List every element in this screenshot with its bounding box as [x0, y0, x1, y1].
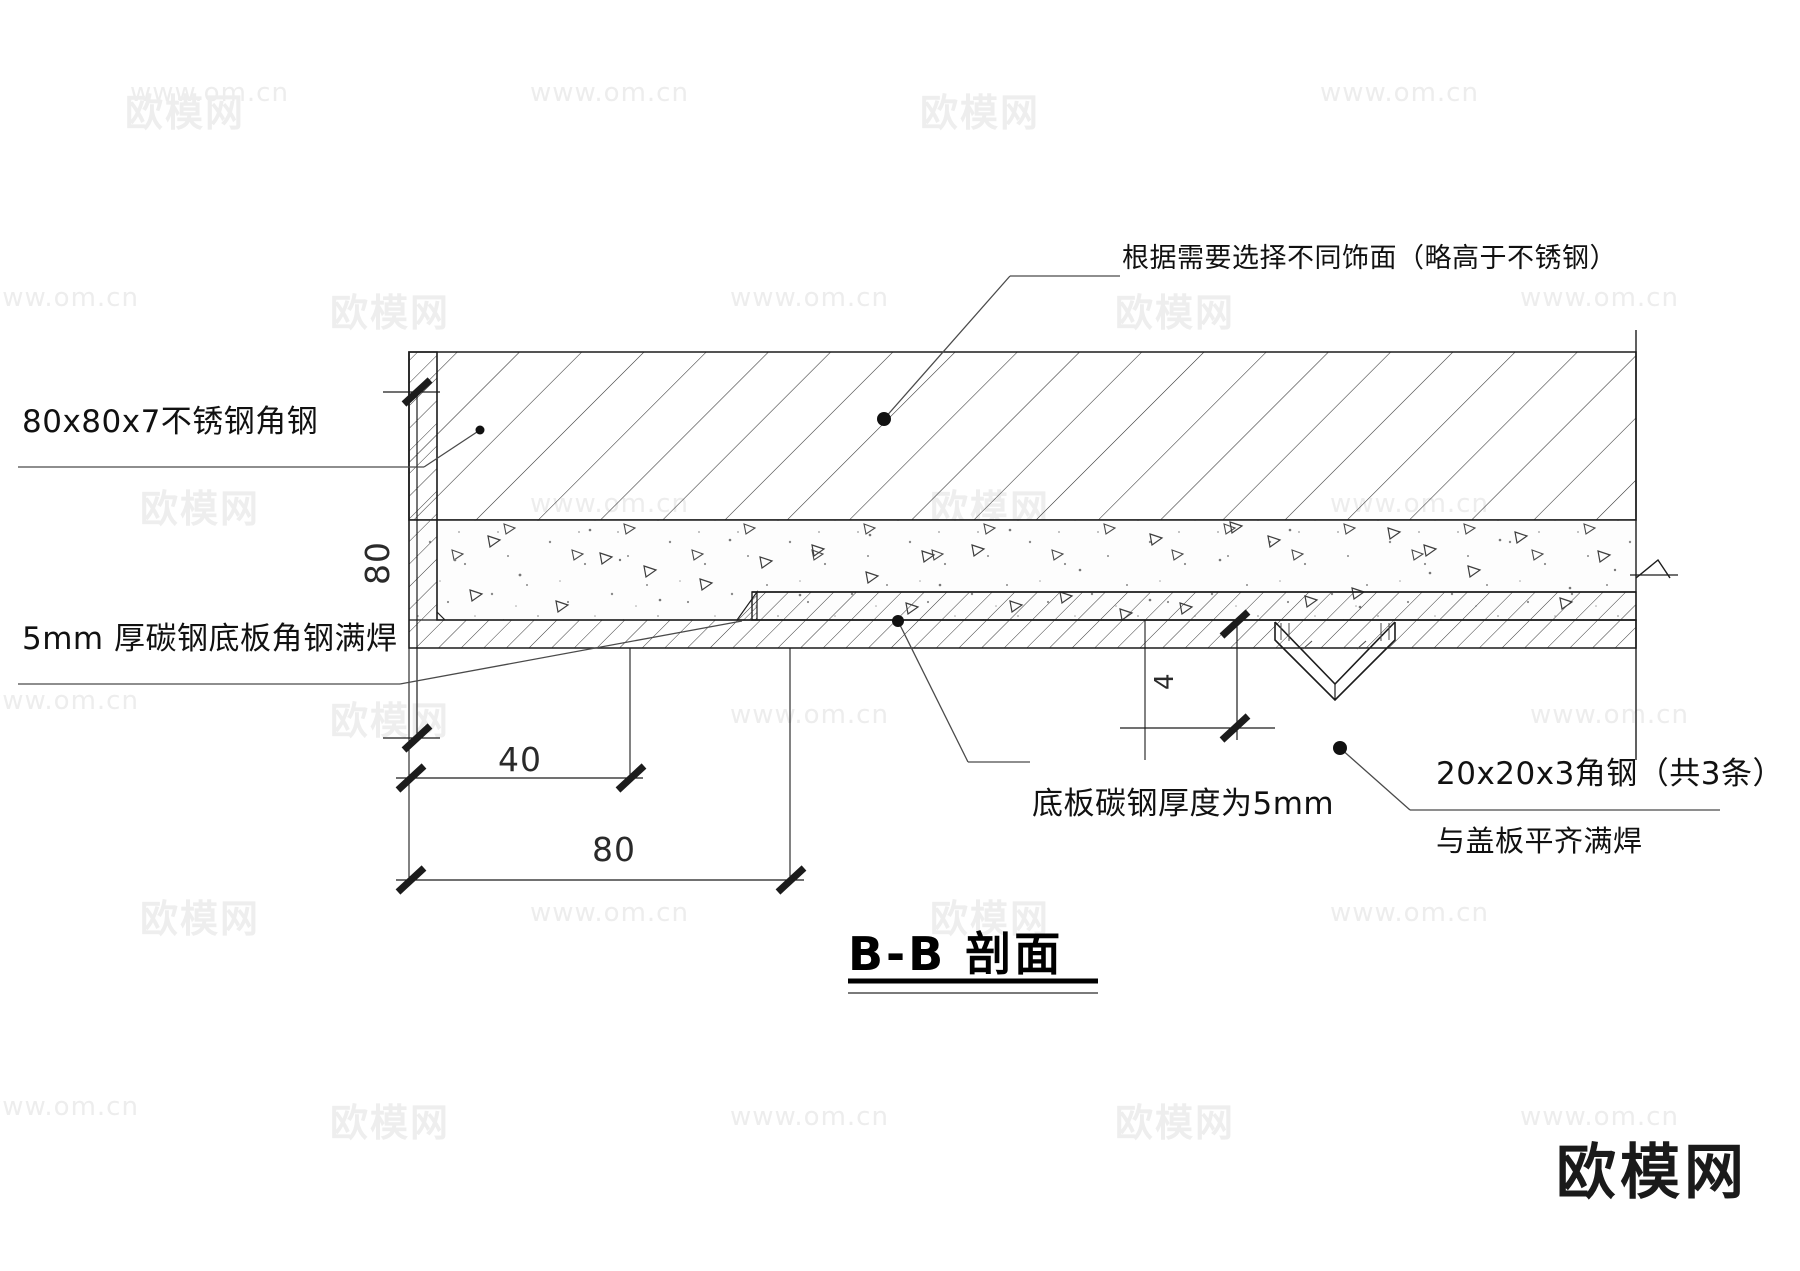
finish-layer-section — [408, 351, 1637, 521]
drawing-title: B-B 剖面 — [848, 927, 1064, 981]
dimension-height-80: 80 — [358, 541, 397, 585]
right-break-line — [1630, 330, 1678, 760]
annotation-small-angle-weld: 与盖板平齐满焊 — [1436, 824, 1643, 858]
dimension-lines — [383, 377, 1275, 895]
dimension-width-40: 40 — [498, 740, 542, 779]
annotation-finish-note: 根据需要选择不同饰面（略高于不锈钢） — [1122, 243, 1617, 274]
brand-watermark: 欧模网 — [1556, 1138, 1748, 1208]
annotation-baseplate-thickness: 底板碳钢厚度为5mm — [1032, 786, 1335, 822]
weld-bead — [735, 590, 758, 621]
angle-20x20x3 — [1274, 621, 1396, 702]
title-underline — [848, 978, 1098, 994]
dimension-small-4: 4 — [1150, 672, 1180, 690]
annotation-carbon-baseplate-weld: 5mm 厚碳钢底板角钢满焊 — [22, 621, 398, 657]
carbon-base-plate — [751, 591, 1637, 621]
annotation-stainless-angle: 80x80x7不锈钢角钢 — [22, 404, 319, 440]
annotation-small-angle: 20x20x3角钢（共3条） — [1436, 756, 1785, 792]
leader-lines — [18, 275, 1720, 811]
dimension-width-80: 80 — [592, 830, 636, 869]
